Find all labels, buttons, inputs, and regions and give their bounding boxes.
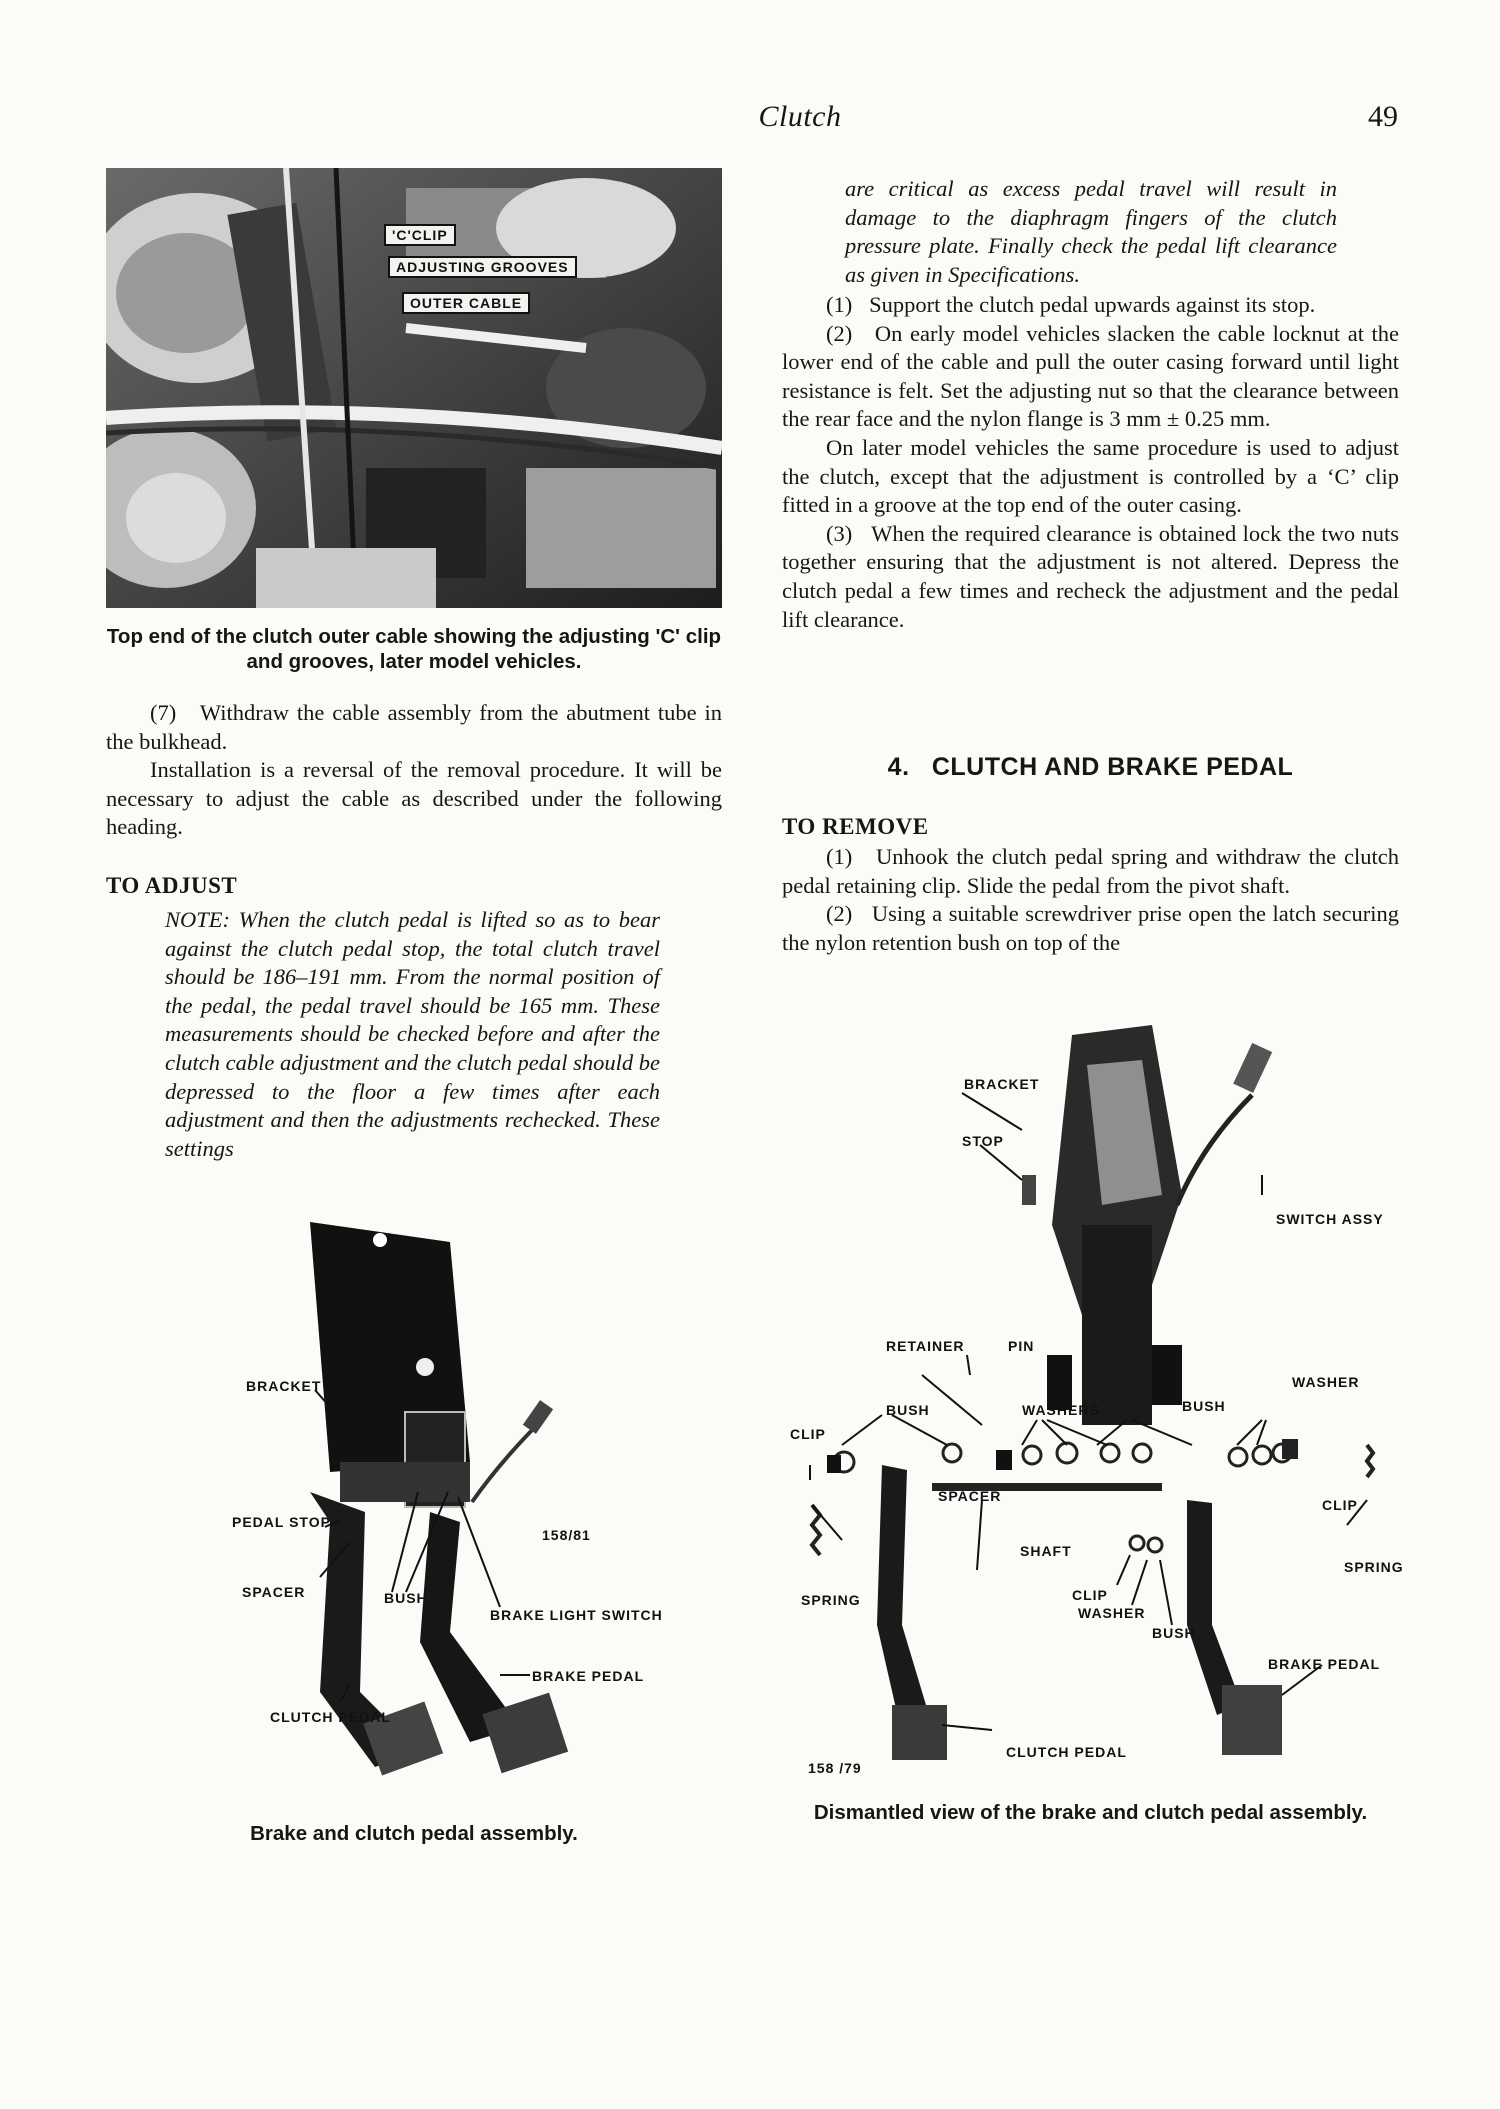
paragraph-step-7: (7) Withdraw the cable assembly from the… bbox=[106, 699, 722, 756]
step-2-number: (2) bbox=[826, 320, 853, 346]
remove-2-number: (2) bbox=[826, 901, 853, 927]
step-3-number: (3) bbox=[826, 520, 853, 546]
to-adjust-heading: TO ADJUST bbox=[106, 873, 238, 898]
label-bush: BUSH bbox=[384, 1590, 428, 1606]
paragraph-step-2: (2) On early model vehicles slacken the … bbox=[782, 320, 1399, 434]
page-number: 49 bbox=[1368, 100, 1398, 133]
exploded-view-drawing bbox=[809, 1025, 1376, 1760]
section-heading-text: 4. CLUTCH AND BRAKE PEDAL bbox=[887, 753, 1294, 781]
step-7-number: (7) bbox=[150, 700, 177, 725]
label-spring-left: SPRING bbox=[801, 1592, 861, 1608]
label-retainer: RETAINER bbox=[886, 1338, 965, 1354]
adjusting-grooves-label: ADJUSTING GROOVES bbox=[388, 256, 577, 278]
label-shaft: SHAFT bbox=[1020, 1543, 1072, 1559]
label-bush-bottom: BUSH bbox=[1152, 1625, 1196, 1641]
remove-1-text: Unhook the clutch pedal spring and withd… bbox=[782, 844, 1400, 898]
label-clip-bottom: CLIP bbox=[1072, 1587, 1108, 1603]
c-clip-label: 'C'CLIP bbox=[384, 224, 456, 246]
label-spacer: SPACER bbox=[242, 1584, 306, 1600]
paragraph-step-3: (3) When the required clearance is obtai… bbox=[782, 520, 1399, 634]
note-continuation: are critical as excess pedal travel will… bbox=[845, 176, 1337, 287]
remove-2-text: Using a suitable screwdriver prise open … bbox=[782, 901, 1399, 955]
paragraph-later-models: On later model vehicles the same procedu… bbox=[782, 434, 1399, 518]
step-7-text: Withdraw the cable assembly from the abu… bbox=[106, 700, 722, 754]
label-brake-pedal-exploded: BRAKE PEDAL bbox=[1268, 1656, 1381, 1672]
running-title: Clutch bbox=[758, 100, 842, 133]
figure-left-caption: Brake and clutch pedal assembly. bbox=[250, 1822, 578, 1845]
exploded-view-figure bbox=[782, 1025, 1402, 1770]
label-clip-left: CLIP bbox=[790, 1426, 826, 1442]
label-washers: WASHERS bbox=[1022, 1402, 1100, 1418]
label-clutch-pedal-left: CLUTCH PEDAL bbox=[270, 1709, 391, 1725]
label-washer-bottom: WASHER bbox=[1078, 1605, 1146, 1621]
remove-1-number: (1) bbox=[826, 844, 853, 869]
label-bracket: BRACKET bbox=[246, 1378, 322, 1394]
step-2-text: On early model vehicles slacken the cabl… bbox=[782, 320, 1399, 432]
label-washer: WASHER bbox=[1292, 1374, 1360, 1390]
paragraph-installation: Installation is a reversal of the remova… bbox=[106, 757, 722, 840]
step-1-text: Support the clutch pedal upwards against… bbox=[869, 292, 1316, 317]
label-clutch-pedal-exploded: CLUTCH PEDAL bbox=[1006, 1744, 1127, 1760]
step-3-text: When the required clearance is obtained … bbox=[782, 520, 1399, 632]
left-text-block: (7) Withdraw the cable assembly from the… bbox=[106, 699, 722, 842]
paragraph-remove-2: (2) Using a suitable screwdriver prise o… bbox=[782, 900, 1399, 957]
to-remove-heading: TO REMOVE bbox=[782, 814, 929, 839]
label-bracket-exploded: BRACKET bbox=[964, 1076, 1040, 1092]
label-spacer-exploded: SPACER bbox=[938, 1488, 1002, 1504]
right-text-block: (1) Support the clutch pedal upwards aga… bbox=[782, 291, 1399, 634]
step-1-number: (1) bbox=[826, 292, 853, 317]
paragraph-remove-1: (1) Unhook the clutch pedal spring and w… bbox=[782, 843, 1399, 900]
label-ref-left: 158/81 bbox=[542, 1527, 591, 1543]
label-pin: PIN bbox=[1008, 1338, 1035, 1354]
clutch-cable-photo: 'C'CLIP ADJUSTING GROOVES OUTER CABLE bbox=[106, 168, 722, 608]
figure-right-caption: Dismantled view of the brake and clutch … bbox=[813, 1801, 1368, 1824]
label-bush-right: BUSH bbox=[1182, 1398, 1226, 1414]
label-brake-pedal-left: BRAKE PEDAL bbox=[532, 1668, 645, 1684]
note-label: NOTE: bbox=[165, 907, 231, 932]
section-heading: 4. CLUTCH AND BRAKE PEDAL bbox=[782, 753, 1399, 782]
label-bush-left: BUSH bbox=[886, 1402, 930, 1418]
pedal-assembly-figure bbox=[240, 1222, 680, 1788]
label-ref-right: 158 /79 bbox=[808, 1760, 862, 1776]
label-spring-right: SPRING bbox=[1344, 1559, 1404, 1575]
note-text: When the clutch pedal is lifted so as to… bbox=[165, 907, 661, 1161]
paragraph-step-1: (1) Support the clutch pedal upwards aga… bbox=[782, 291, 1399, 320]
label-switch-assy: SWITCH ASSY bbox=[1276, 1211, 1384, 1227]
pedal-assembly-drawing bbox=[310, 1222, 569, 1776]
label-pedal-stop: PEDAL STOP bbox=[232, 1514, 331, 1530]
remove-text-block: (1) Unhook the clutch pedal spring and w… bbox=[782, 843, 1399, 957]
label-stop: STOP bbox=[962, 1133, 1004, 1149]
note-paragraph: NOTE: When the clutch pedal is lifted so… bbox=[165, 906, 660, 1163]
figure-top-caption: Top end of the clutch outer cable showin… bbox=[106, 625, 722, 673]
label-brake-light-switch: BRAKE LIGHT SWITCH bbox=[490, 1607, 663, 1623]
outer-cable-label: OUTER CABLE bbox=[402, 292, 531, 314]
label-clip-right: CLIP bbox=[1322, 1497, 1358, 1513]
